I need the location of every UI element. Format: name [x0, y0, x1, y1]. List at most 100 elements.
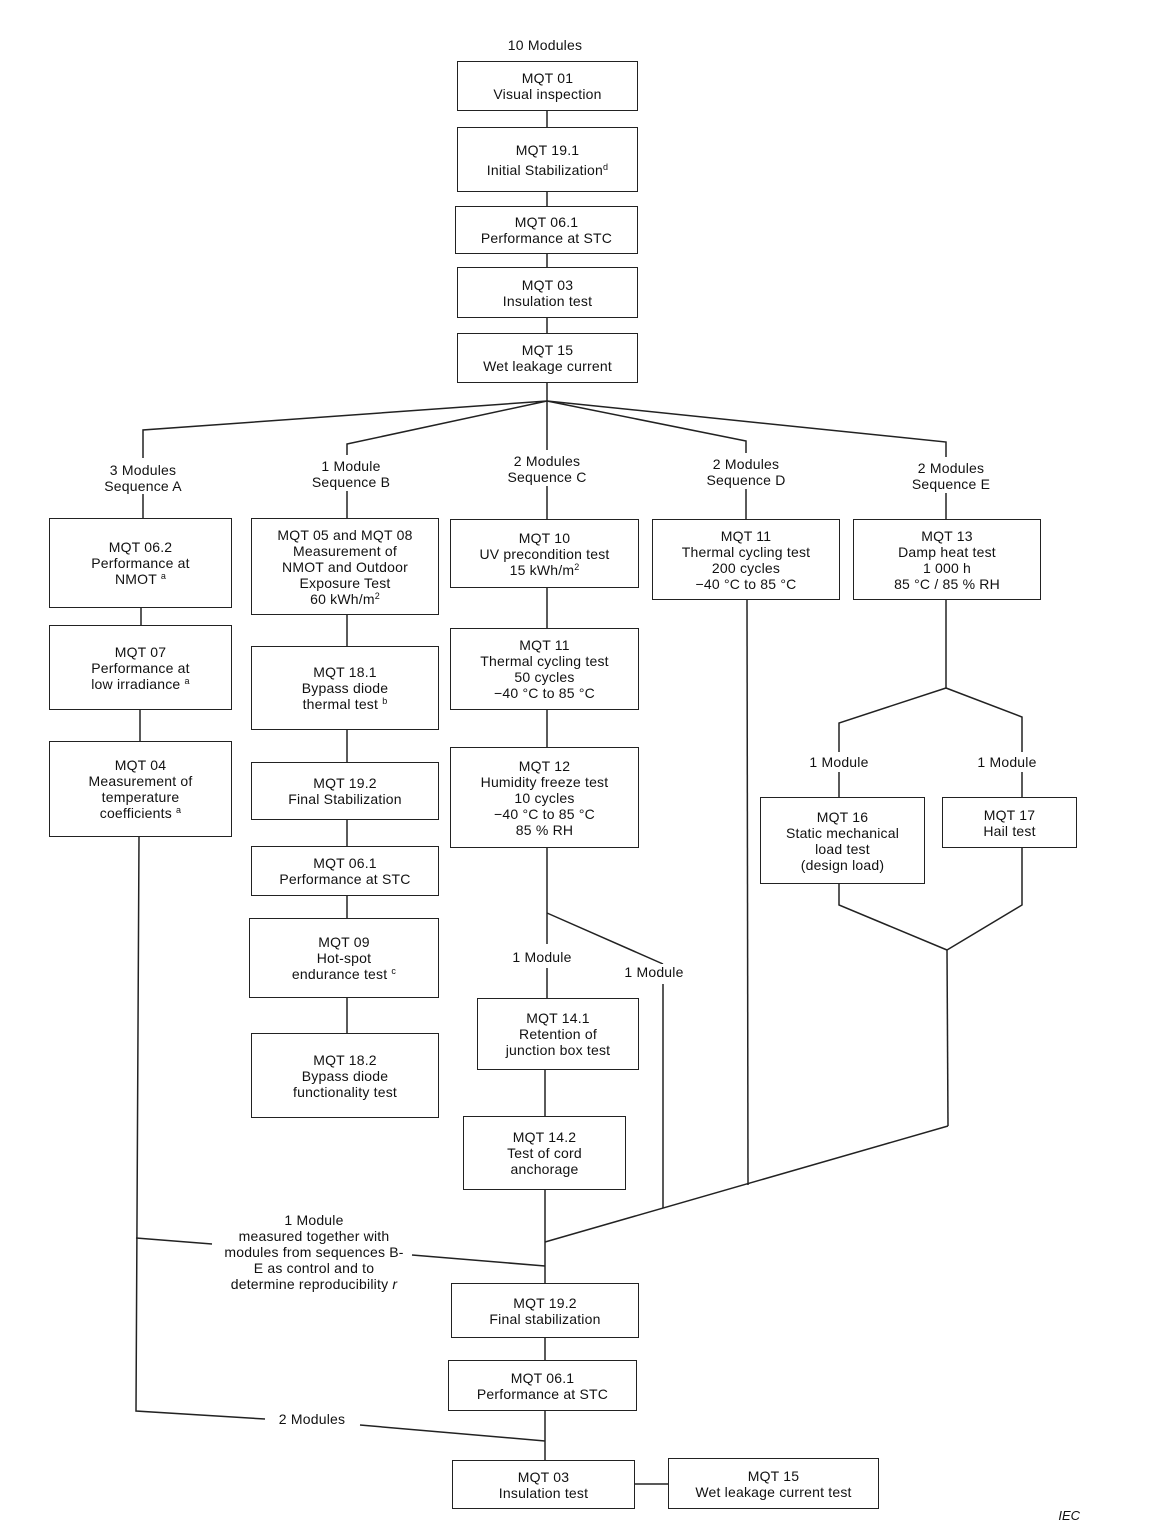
branch-label-b: 1 Module Sequence B	[276, 458, 426, 490]
test-code: MQT 06.2	[108, 539, 173, 555]
total-modules-label: 10 Modules	[470, 37, 620, 53]
sequence-a-return-line	[135, 836, 266, 1420]
test-code: MQT 17	[983, 806, 1036, 823]
test-code: MQT 07	[114, 643, 167, 660]
total-modules-text: 10 Modules	[507, 37, 583, 53]
test-code: MQT 18.2	[313, 1051, 377, 1068]
branch-modules: 2 Modules	[917, 460, 985, 476]
branch-sequence: Sequence B	[311, 474, 391, 490]
test-code: MQT 15	[747, 1467, 800, 1484]
mqt14-1-junction-box-retention-box: MQT 14.1 Retention of junction box test	[477, 998, 639, 1070]
test-name: Performance at STC	[476, 1385, 609, 1402]
branch-label-a: 3 Modules Sequence A	[68, 462, 218, 494]
sequence-e-split-right	[945, 687, 1023, 752]
control-module-note: 1 Module measured together with modules …	[205, 1212, 423, 1292]
test-code: MQT 12	[518, 757, 571, 774]
test-code: MQT 03	[517, 1468, 570, 1485]
note-line: determine reproducibility	[230, 1276, 389, 1292]
branch-label-e: 2 Modules Sequence E	[876, 460, 1026, 492]
control-line-left	[135, 1237, 213, 1245]
test-cycles: 10 cycles	[514, 789, 575, 806]
footnote-marker: a	[184, 675, 190, 686]
branch-line-b	[346, 400, 548, 455]
mqt09-hot-spot-endurance-box: MQT 09 Hot-spot endurance test c	[249, 918, 439, 998]
sequence-e-merge-left	[838, 884, 948, 951]
mqt16-static-mechanical-load-box: MQT 16 Static mechanical load test (desi…	[760, 797, 925, 884]
test-temperature: −40 °C to 85 °C	[494, 805, 595, 822]
test-name: Test of cord	[507, 1145, 582, 1161]
test-name: Wet leakage current	[483, 358, 612, 374]
test-code: MQT 18.1	[313, 664, 377, 680]
mqt11-thermal-cycling-200-box: MQT 11 Thermal cycling test 200 cycles −…	[652, 519, 840, 600]
test-name: Thermal cycling test	[480, 653, 609, 669]
control-line-right	[411, 1254, 546, 1267]
mqt19-2-final-stabilization-b-box: MQT 19.2 Final Stabilization	[251, 762, 439, 820]
test-dose: 60 kWh/m	[310, 590, 375, 607]
mqt18-1-bypass-diode-thermal-box: MQT 18.1 Bypass diode thermal test b	[251, 646, 439, 730]
test-name: Thermal cycling test	[681, 543, 811, 560]
superscript: 2	[574, 561, 580, 572]
mqt06-1-performance-stc-box: MQT 06.1 Performance at STC	[455, 206, 638, 254]
mqt19-1-initial-stabilization-box: MQT 19.1 Initial Stabilizationd	[457, 127, 638, 192]
test-name: Performance at STC	[480, 230, 613, 246]
test-code: MQT 04	[114, 757, 167, 773]
footnote-marker: a	[176, 805, 182, 815]
split-modules: 1 Module	[512, 949, 572, 965]
mqt11-thermal-cycling-50-box: MQT 11 Thermal cycling test 50 cycles −4…	[450, 628, 639, 710]
test-conditions: 85 °C / 85 % RH	[894, 575, 1000, 592]
test-cycles: 200 cycles	[711, 559, 781, 576]
split-modules: 1 Module	[624, 964, 684, 980]
test-name: Damp heat test	[898, 543, 996, 560]
test-name-line: Exposure Test	[299, 574, 391, 591]
branch-modules: 3 Modules	[109, 462, 177, 478]
mqt15-wet-leakage-final-box: MQT 15 Wet leakage current test	[668, 1458, 879, 1509]
test-code: MQT 06.1	[510, 1369, 575, 1386]
mqt13-damp-heat-box: MQT 13 Damp heat test 1 000 h 85 °C / 85…	[853, 519, 1041, 600]
mqt18-2-bypass-diode-functionality-box: MQT 18.2 Bypass diode functionality test	[251, 1033, 439, 1118]
test-name: Insulation test	[502, 292, 593, 309]
test-name-line: thermal test	[302, 696, 379, 712]
mqt07-low-irradiance-box: MQT 07 Performance at low irradiance a	[49, 625, 232, 710]
mqt06-2-performance-nmot-box: MQT 06.2 Performance at NMOT a	[49, 518, 232, 608]
test-name: Visual inspection	[493, 86, 602, 102]
test-code: MQT 19.2	[513, 1294, 577, 1311]
iec-source-label: IEC	[1058, 1508, 1080, 1523]
test-name: Retention of	[519, 1026, 597, 1042]
test-name-line: low irradiance	[91, 675, 181, 692]
mqt17-hail-test-box: MQT 17 Hail test	[942, 797, 1077, 848]
sequence-c-split-right	[546, 912, 664, 965]
mqt15-wet-leakage-box: MQT 15 Wet leakage current	[457, 333, 638, 383]
test-code: MQT 11	[720, 527, 772, 544]
mqt01-visual-inspection-box: MQT 01 Visual inspection	[457, 61, 638, 111]
test-humidity: 85 % RH	[515, 821, 574, 838]
sequence-e-merge-right	[946, 848, 1023, 951]
mqt05-mqt08-nmot-outdoor-box: MQT 05 and MQT 08 Measurement of NMOT an…	[251, 518, 439, 615]
mqt06-1-performance-stc-final-box: MQT 06.1 Performance at STC	[448, 1360, 637, 1411]
test-code: MQT 14.2	[512, 1129, 577, 1145]
branch-label-d: 2 Modules Sequence D	[671, 456, 821, 488]
branch-line-a	[142, 400, 548, 458]
test-code: MQT 03	[521, 276, 574, 293]
branch-sequence: Sequence A	[104, 478, 182, 494]
branch-sequence: Sequence E	[911, 476, 991, 492]
footnote-marker: d	[603, 161, 609, 172]
branch-sequence: Sequence C	[507, 469, 587, 485]
mqt03-insulation-test-box: MQT 03 Insulation test	[457, 267, 638, 318]
two-modules-text: 2 Modules	[278, 1411, 346, 1427]
test-name: Hot-spot	[316, 950, 372, 966]
branch-modules: 2 Modules	[513, 453, 581, 469]
sequence-c-split-right-label: 1 Module	[608, 964, 700, 980]
test-code: MQT 13	[921, 527, 973, 544]
test-name: Hail test	[983, 822, 1036, 839]
test-code: MQT 06.1	[514, 214, 579, 230]
test-name: Measurement of	[293, 542, 397, 559]
test-name-line: functionality test	[293, 1083, 397, 1100]
test-name: Performance at	[91, 555, 190, 571]
test-code: MQT 15	[521, 342, 574, 358]
merge-line	[544, 1125, 949, 1243]
test-name: Wet leakage current test	[695, 1483, 852, 1500]
test-load: (design load)	[800, 856, 885, 873]
note-line: measured together with	[238, 1228, 390, 1244]
two-modules-label: 2 Modules	[262, 1411, 362, 1427]
